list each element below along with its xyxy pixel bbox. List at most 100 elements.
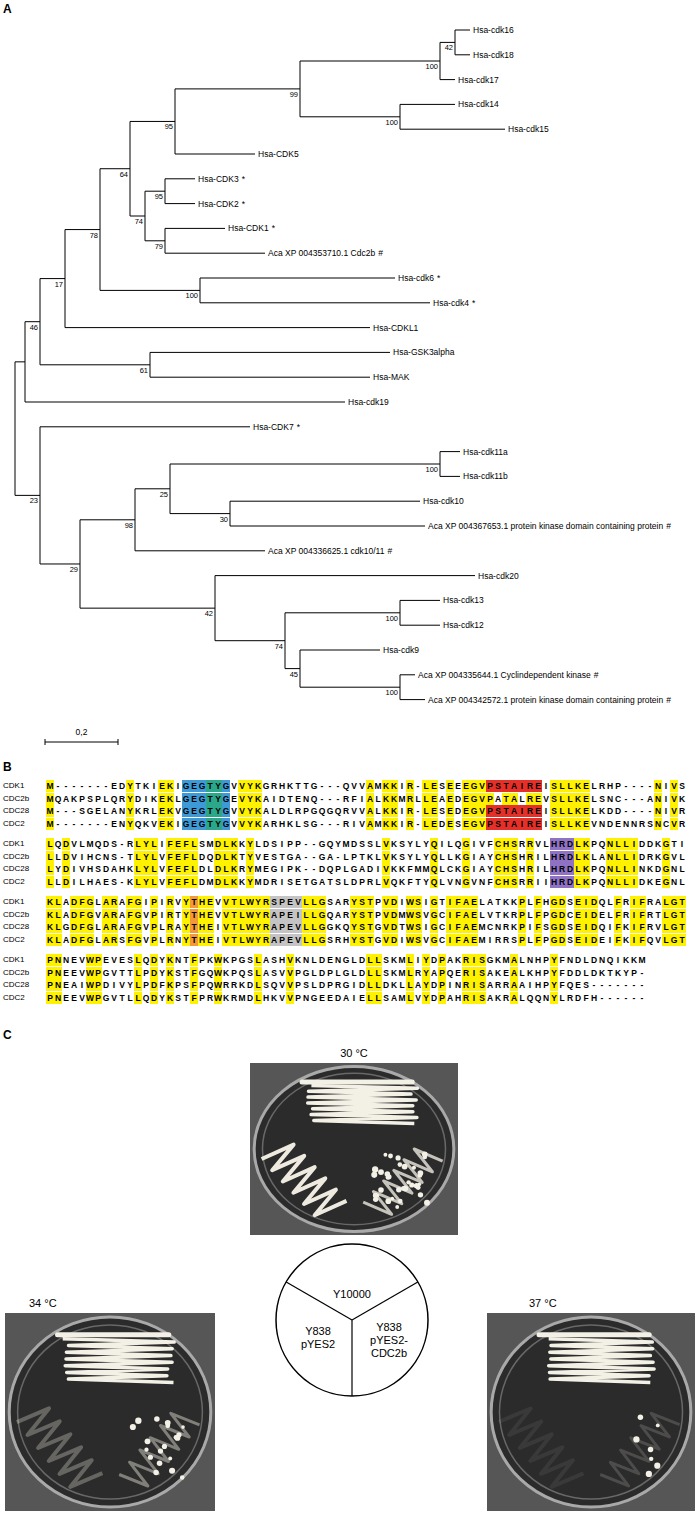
residue: F	[534, 896, 542, 908]
yeast-colony	[373, 1197, 378, 1202]
residue: G	[318, 896, 326, 908]
residue: H	[502, 851, 510, 863]
residue: K	[582, 851, 590, 863]
residue: -	[54, 818, 62, 830]
residue: P	[542, 934, 550, 946]
residue: P	[334, 863, 342, 875]
residue: L	[414, 793, 422, 805]
residue: V	[142, 934, 150, 946]
residue: N	[630, 818, 638, 830]
yeast-colony	[176, 1432, 181, 1437]
residue: F	[614, 934, 622, 946]
residue: K	[254, 780, 262, 792]
residue: H	[278, 818, 286, 830]
tree-branch	[200, 278, 395, 279]
residue: E	[462, 805, 470, 817]
taxon-label: Hsa-CDK1	[228, 223, 269, 233]
residue: R	[494, 979, 502, 991]
residue: R	[526, 805, 534, 817]
residue: E	[190, 793, 198, 805]
residue: N	[654, 793, 662, 805]
residue: E	[62, 992, 70, 1004]
taxon-label: Hsa-cdk14	[458, 99, 499, 109]
residue: I	[78, 979, 86, 991]
residue: I	[270, 793, 278, 805]
tree-branch	[165, 228, 225, 229]
residue: K	[574, 793, 582, 805]
residue: S	[438, 805, 446, 817]
residue: I	[542, 780, 550, 792]
residue: I	[582, 896, 590, 908]
yeast-colony	[180, 1475, 185, 1480]
tree-branch	[80, 519, 135, 520]
residue: S	[126, 954, 134, 966]
tree-branch	[285, 612, 400, 613]
residue: S	[358, 909, 366, 921]
residue: V	[382, 851, 390, 863]
residue: E	[654, 876, 662, 888]
residue: G	[310, 780, 318, 792]
residue: L	[366, 967, 374, 979]
residue: T	[286, 793, 294, 805]
yeast-colony	[169, 1468, 175, 1474]
residue: L	[414, 838, 422, 850]
residue: S	[646, 818, 654, 830]
residue: I	[398, 805, 406, 817]
taxon-mark: *	[272, 223, 275, 233]
residue: G	[102, 992, 110, 1004]
residue: D	[366, 863, 374, 875]
residue: S	[438, 780, 446, 792]
residue: K	[630, 954, 638, 966]
residue: N	[654, 818, 662, 830]
tree-branch	[215, 640, 285, 641]
residue: A	[62, 934, 70, 946]
residue: A	[102, 896, 110, 908]
plate-scheme-circle	[276, 1244, 428, 1396]
residue: V	[238, 780, 246, 792]
residue: R	[462, 979, 470, 991]
residue: V	[278, 979, 286, 991]
residue: Y	[350, 909, 358, 921]
bootstrap-value: 23	[30, 496, 38, 505]
residue: K	[494, 954, 502, 966]
yeast-streak	[549, 1339, 654, 1383]
residue: K	[454, 863, 462, 875]
residue: F	[454, 896, 462, 908]
bootstrap-value: 100	[425, 62, 438, 71]
residue: L	[134, 979, 142, 991]
residue: D	[590, 921, 598, 933]
residue: R	[622, 909, 630, 921]
residue: V	[278, 992, 286, 1004]
residue: P	[438, 992, 446, 1004]
residue: K	[254, 818, 262, 830]
residue: I	[542, 876, 550, 888]
residue: E	[446, 780, 454, 792]
residue: Q	[334, 805, 342, 817]
residue: F	[78, 934, 86, 946]
taxon-label: Hsa-cdk15	[508, 124, 549, 134]
tree-branch	[400, 600, 440, 601]
tree-branch	[400, 625, 440, 626]
residue: R	[270, 876, 278, 888]
residue: G	[462, 863, 470, 875]
residue: R	[166, 909, 174, 921]
residue: V	[78, 954, 86, 966]
residue: G	[182, 818, 190, 830]
residue: Y	[254, 896, 262, 908]
residue: V	[470, 876, 478, 888]
residue: V	[278, 967, 286, 979]
taxon-mark: #	[387, 546, 392, 556]
residue: F	[406, 876, 414, 888]
residue: D	[150, 967, 158, 979]
scale-bar-tick	[45, 739, 46, 745]
residue: E	[294, 793, 302, 805]
residue: L	[366, 992, 374, 1004]
residue: V	[382, 838, 390, 850]
residue: L	[302, 896, 310, 908]
residue: D	[430, 979, 438, 991]
residue: K	[574, 780, 582, 792]
residue: L	[46, 876, 54, 888]
residue: -	[326, 793, 334, 805]
residue: I	[358, 793, 366, 805]
residue: Q	[526, 992, 534, 1004]
